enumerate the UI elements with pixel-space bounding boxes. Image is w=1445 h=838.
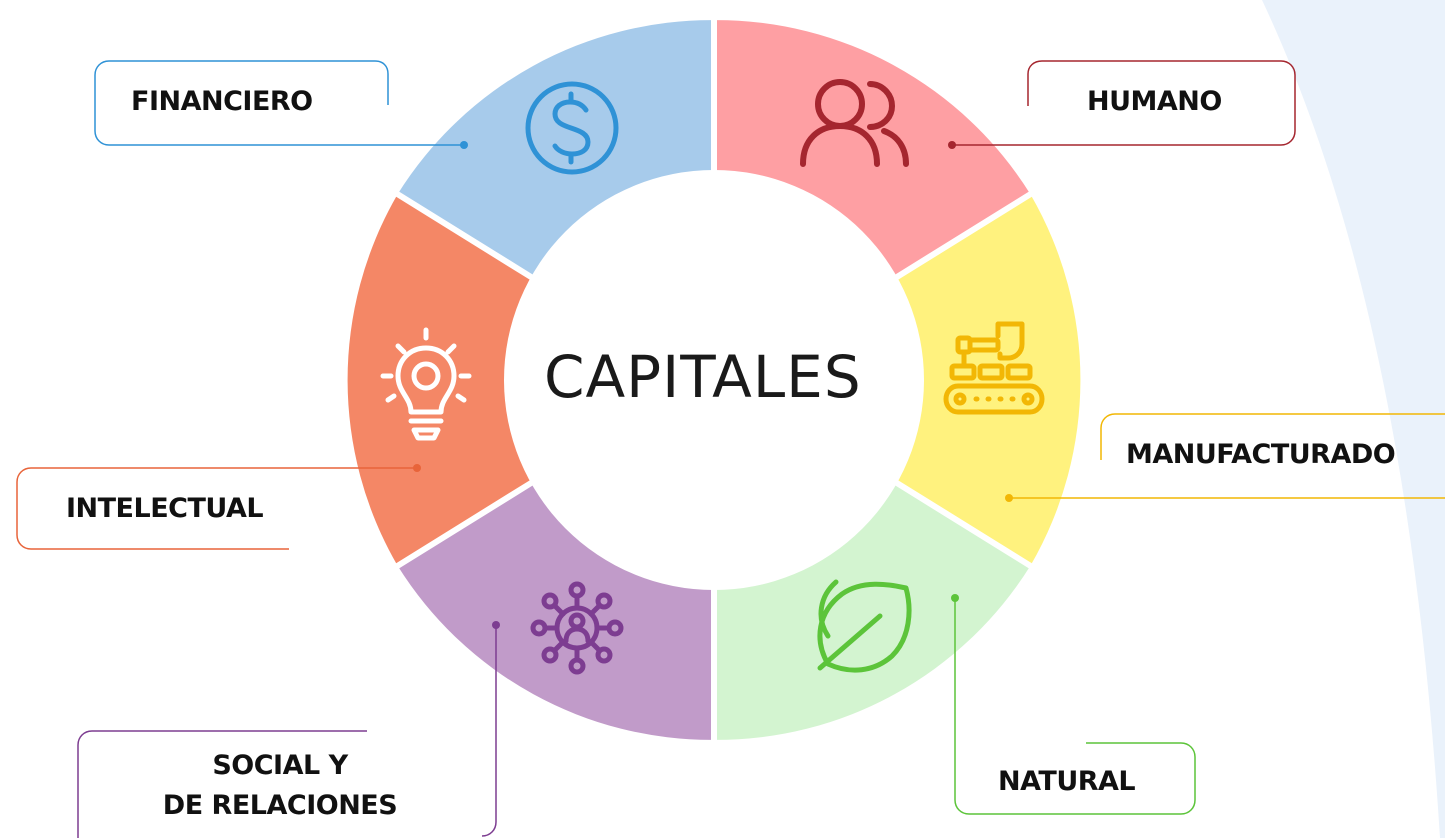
robot-arm-conveyor-icon xyxy=(943,321,1045,415)
marker-social xyxy=(492,621,500,629)
callout-financiero xyxy=(94,60,464,146)
center-title: CAPITALES xyxy=(544,343,862,411)
center-circle xyxy=(504,170,924,590)
label-humano: HUMANO xyxy=(1087,86,1222,117)
dollar-coin-icon xyxy=(525,81,619,175)
marker-financiero xyxy=(460,141,468,149)
label-natural: NATURAL xyxy=(998,766,1136,797)
segment-dividers xyxy=(389,11,1039,749)
callout-social xyxy=(77,625,497,838)
marker-intelectual xyxy=(413,464,421,472)
marker-humano xyxy=(948,141,956,149)
label-social-line2: DE RELACIONES xyxy=(162,790,398,821)
background-shape xyxy=(1262,0,1445,838)
callout-manufacturado xyxy=(1009,413,1445,499)
label-manufacturado: MANUFACTURADO xyxy=(1126,439,1396,470)
callout-humano xyxy=(952,60,1296,146)
people-icon xyxy=(800,79,909,167)
segment-natural xyxy=(713,482,1031,740)
marker-natural xyxy=(951,594,959,602)
callout-natural xyxy=(954,598,1196,815)
leaf-icon xyxy=(817,579,912,673)
segment-social xyxy=(397,482,715,740)
label-social-line1: SOCIAL Y xyxy=(212,750,348,781)
label-financiero: FINANCIERO xyxy=(131,86,313,117)
marker-manufacturado xyxy=(1005,494,1013,502)
lightbulb-icon xyxy=(380,327,472,441)
label-intelectual: INTELECTUAL xyxy=(66,493,264,524)
callout-intelectual xyxy=(16,467,417,550)
network-person-icon xyxy=(530,581,624,675)
